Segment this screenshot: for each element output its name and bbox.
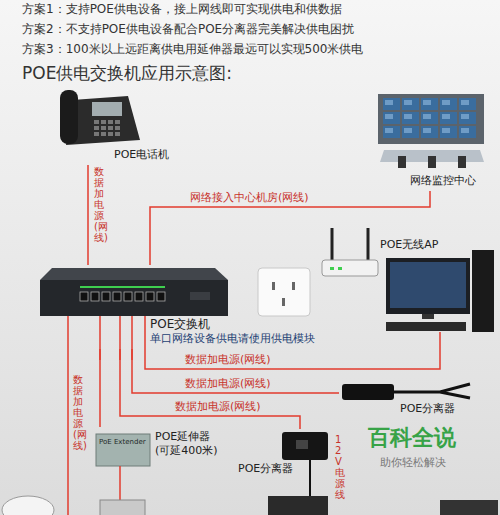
switch-illustration — [40, 280, 228, 316]
network-wire — [145, 316, 440, 369]
poe-splitter: POE分离器 — [235, 429, 331, 479]
access-point-illustration — [322, 228, 378, 276]
network-cable — [132, 349, 339, 393]
monitor-wall-illustration — [428, 156, 436, 168]
switch-illustration — [113, 292, 121, 301]
bottom-devices-illustration — [268, 496, 328, 515]
splitter-illustration — [296, 440, 308, 449]
diagram-title: POE供电交换机应用示意图: — [22, 62, 232, 84]
cable-label: 数据加电源(网线) — [94, 166, 104, 243]
poe-switch: POE交换机单口网络设备供电请使用供电模块 — [37, 265, 318, 349]
device-name: POE无线AP — [380, 238, 438, 252]
monitor-wall-illustration — [383, 98, 478, 140]
device-name: 网络监控中心 — [410, 174, 476, 188]
network-cable — [99, 349, 101, 427]
network-cable — [120, 349, 300, 429]
computer-illustration — [386, 258, 470, 314]
cable-label: 网络接入中心机房(网线) — [190, 191, 309, 205]
computer-illustration — [472, 250, 494, 332]
monitor-wall-illustration — [378, 94, 484, 144]
wall-socket-illustration — [292, 282, 295, 290]
scheme-note: 方案2：不支持POE供电设备配合POE分离器完美解决供电困扰 — [22, 22, 354, 36]
extender-illustration — [96, 434, 150, 466]
network-wire — [67, 316, 69, 515]
extender-illustration — [96, 434, 150, 466]
computer-illustration — [386, 322, 466, 331]
wall-socket-illustration — [258, 268, 310, 316]
scheme-note: 方案3：100米以上远距离供电用延伸器最远可以实现500米供电 — [22, 42, 363, 56]
switch-illustration — [40, 268, 228, 316]
network-cable — [150, 191, 430, 265]
bottom-devices-illustration — [100, 500, 145, 515]
poe-splitter: POE分离器 — [339, 381, 458, 419]
watermark: 百科全说 — [368, 424, 456, 452]
switch-illustration — [157, 292, 165, 301]
watermark: 助你轻松解决 — [380, 456, 446, 470]
switch-illustration — [124, 292, 132, 301]
switch-illustration — [146, 292, 154, 301]
switch-illustration — [40, 268, 228, 280]
access-point-illustration — [330, 267, 334, 270]
cable-label: 数据加电源(网线) — [175, 400, 261, 414]
device-name: POE分离器 — [400, 402, 455, 416]
computer-illustration — [390, 262, 466, 308]
device-note: 单口网络设备供电请使用供电模块 — [150, 332, 315, 346]
poe-phone: POE电话机 — [55, 85, 172, 165]
monitor-center: 网络监控中心 — [375, 91, 487, 191]
device-name: POE交换机 — [150, 317, 210, 331]
splitter-illustration — [342, 384, 394, 400]
cable-label: 数据加电源(网线) — [185, 377, 271, 391]
switch-illustration — [80, 292, 88, 301]
wireless-ap: POE无线AP — [319, 225, 441, 279]
cable-label: 数据加电源(网线) — [185, 353, 271, 367]
phone-illustration — [60, 90, 78, 144]
wall-socket-illustration — [272, 282, 275, 290]
monitor-wall-illustration — [398, 156, 406, 168]
device-name: POE电话机 — [114, 148, 169, 162]
poe-extender: POE延伸器 (可延400米) — [93, 427, 228, 469]
phone-illustration — [94, 120, 122, 138]
splitter-illustration — [342, 384, 470, 400]
cable-label: 12V电源线 — [335, 434, 345, 500]
access-point-illustration — [322, 260, 378, 276]
network-wire — [68, 316, 440, 515]
switch-illustration — [80, 286, 165, 288]
cable-label: 数据加电源(网线) — [73, 374, 83, 451]
wall-socket-illustration — [258, 268, 310, 316]
splitter-illustration — [282, 432, 328, 460]
network-cable — [87, 165, 89, 265]
phone-illustration — [60, 90, 140, 145]
switch-illustration — [91, 292, 99, 301]
switch-illustration — [102, 292, 110, 301]
access-point-illustration — [338, 267, 342, 270]
device-name: POE延伸器 (可延400米) — [155, 430, 225, 458]
bottom-devices-illustration — [2, 496, 498, 515]
phone-illustration — [92, 102, 122, 116]
switch-illustration — [135, 292, 143, 301]
computer-illustration — [422, 314, 434, 319]
bottom-devices-illustration — [2, 496, 54, 515]
wall-socket-illustration — [282, 298, 285, 306]
splitter-illustration — [394, 384, 470, 398]
device-name: POE分离器 — [238, 462, 293, 476]
monitor-wall-illustration — [458, 156, 466, 168]
access-point-illustration — [331, 228, 334, 260]
switch-illustration — [190, 292, 210, 300]
device-label: PoE Extender — [99, 438, 146, 447]
access-point-illustration — [367, 228, 370, 260]
scheme-note: 方案1：支持POE供电设备，接上网线即可实现供电和供数据 — [22, 2, 342, 16]
monitor-wall-illustration — [378, 94, 484, 168]
computer-illustration — [386, 250, 494, 332]
bottom-devices-illustration — [440, 500, 498, 515]
